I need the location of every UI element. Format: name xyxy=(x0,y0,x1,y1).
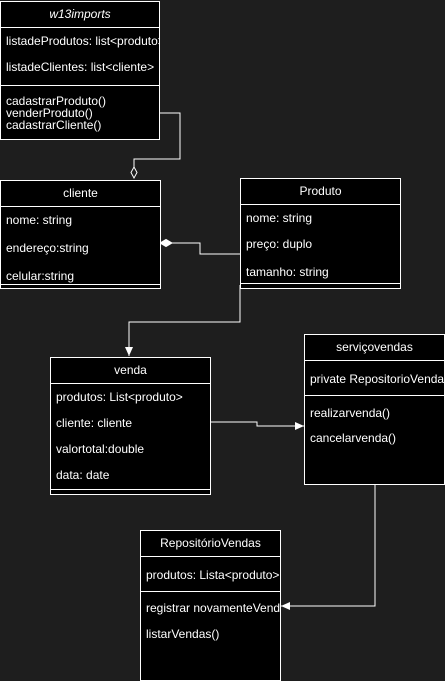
association-servicovendas-repositoriovendas xyxy=(281,485,376,610)
class-venda[interactable]: venda produtos: List<produto> cliente: c… xyxy=(50,357,211,495)
class-w13imports[interactable]: w13imports listadeProdutos: list<produto… xyxy=(0,1,160,140)
class-title: Produto xyxy=(241,179,400,205)
class-method: venderProduto() xyxy=(6,106,93,120)
class-attribute: celular:string xyxy=(6,269,75,283)
class-title: serviçovendas xyxy=(305,335,444,361)
class-method: cancelarvenda() xyxy=(310,431,397,445)
class-attribute: preço: duplo xyxy=(246,237,313,251)
class-attribute: valortotal:double xyxy=(56,442,145,456)
aggregation-diamond-icon xyxy=(130,165,138,180)
class-servicovendas[interactable]: serviçovendas private RepositorioVendas … xyxy=(304,334,445,485)
association-venda-servicovendas xyxy=(210,421,304,430)
class-title: RepositórioVendas xyxy=(141,531,280,557)
class-title: w13imports xyxy=(1,2,159,28)
class-method: realizarvenda() xyxy=(310,406,391,420)
class-title: venda xyxy=(51,358,210,384)
class-repositoriovendas[interactable]: RepositórioVendas produtos: Lista<produt… xyxy=(140,530,281,681)
class-method: cadastrarProduto() xyxy=(6,94,107,108)
class-attribute: produtos: List<produto> xyxy=(56,390,183,404)
class-method: cadastrarCliente() xyxy=(6,118,102,132)
class-produto[interactable]: Produto nome: string preço: duplo tamanh… xyxy=(240,178,401,289)
class-cliente[interactable]: cliente nome: string endereço:string cel… xyxy=(0,180,161,289)
composition-produto-cliente xyxy=(172,242,240,255)
class-attribute: endereço:string xyxy=(6,241,89,255)
class-attribute: data: date xyxy=(56,468,110,482)
class-attribute: private RepositorioVendas xyxy=(310,372,445,386)
class-attribute: listadeProdutos: list<produto> xyxy=(6,34,160,48)
class-attribute: cliente: cliente xyxy=(56,416,133,430)
class-method: registrar novamenteVendas() xyxy=(146,601,281,615)
class-method: listarVendas() xyxy=(146,627,220,641)
class-attribute: tamanho: string xyxy=(246,265,329,279)
class-divider xyxy=(51,489,210,490)
class-attribute: nome: string xyxy=(246,211,313,225)
class-attribute: produtos: Lista<produto> xyxy=(146,568,280,582)
class-title: cliente xyxy=(1,181,160,207)
class-divider xyxy=(1,284,160,285)
aggregation-w13imports-cliente xyxy=(133,112,181,167)
class-attribute: listadeClientes: list<cliente> xyxy=(6,60,155,74)
association-produto-venda xyxy=(125,285,241,356)
class-divider xyxy=(1,85,159,86)
class-divider xyxy=(305,395,444,396)
composition-diamond-icon xyxy=(159,238,173,248)
class-divider xyxy=(141,591,280,592)
class-divider xyxy=(241,283,400,284)
class-attribute: nome: string xyxy=(6,213,73,227)
